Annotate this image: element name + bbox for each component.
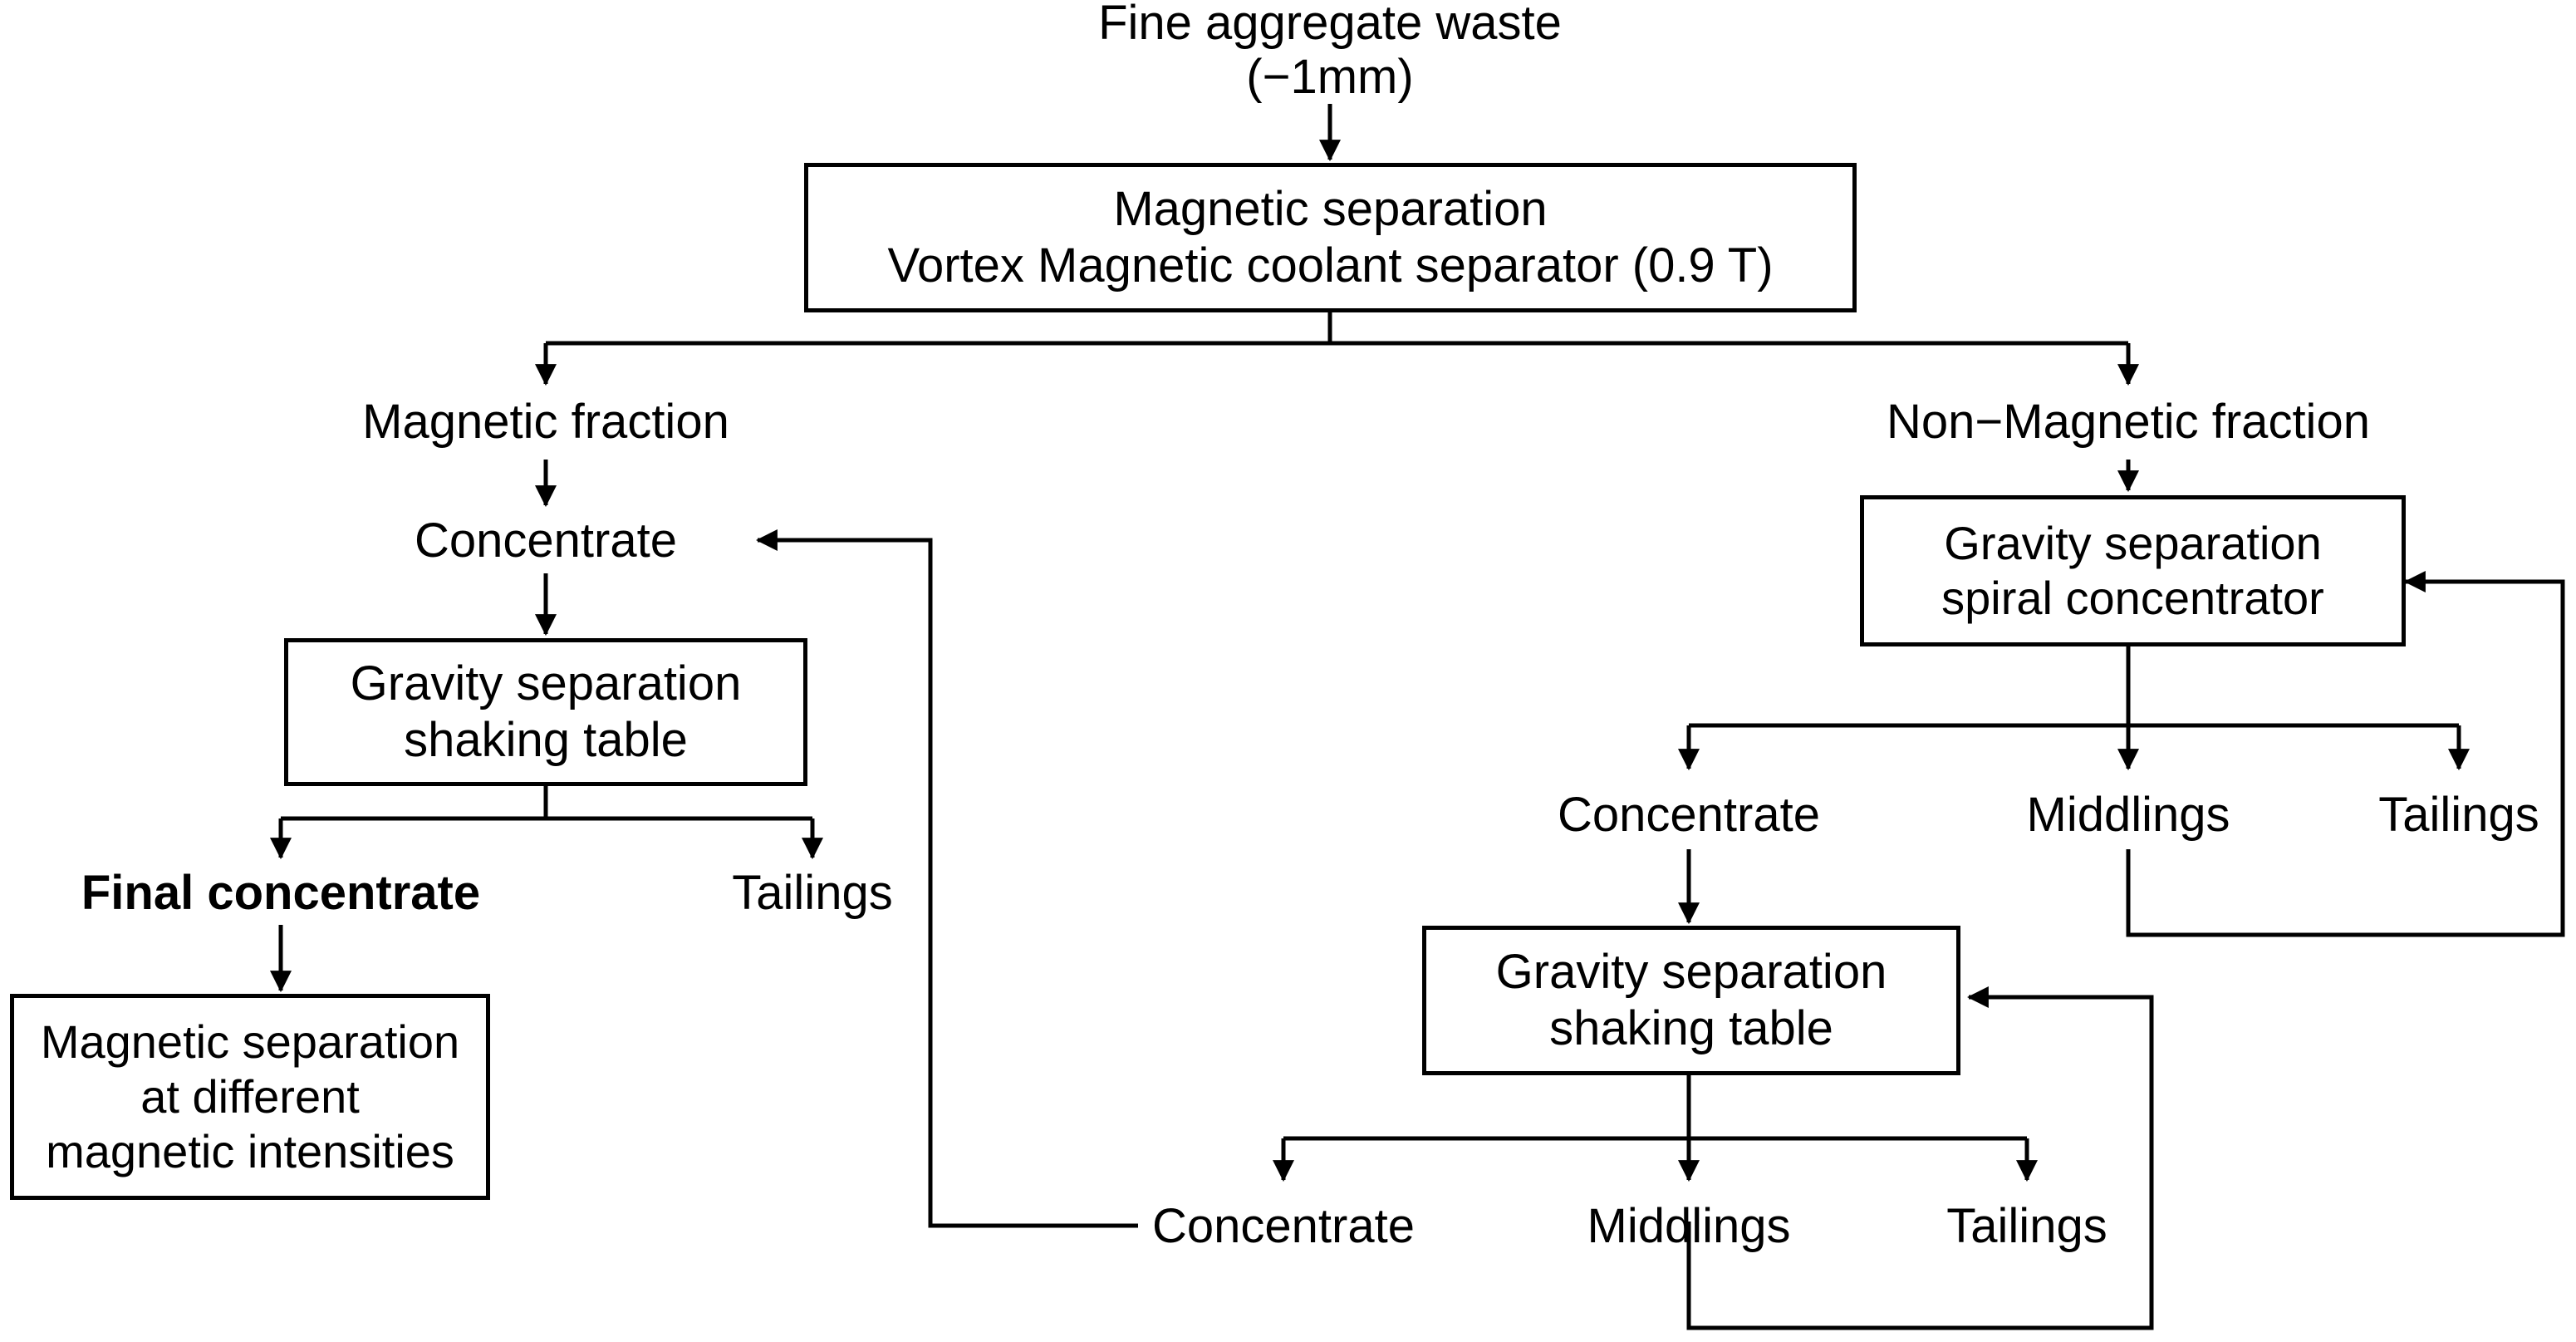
- magnetic-separation-box: Magnetic separation Vortex Magnetic cool…: [804, 163, 1857, 312]
- magnetic-fraction-text: Magnetic fraction: [362, 394, 729, 449]
- final-concentrate-label: Final concentrate: [32, 861, 530, 926]
- spiral-concentrator-box: Gravity separation spiral concentrator: [1860, 495, 2406, 646]
- right-shaking-table-line1: Gravity separation: [1495, 944, 1887, 999]
- feed-line1: Fine aggregate waste: [1098, 0, 1562, 51]
- magnetic-intensities-line1: Magnetic separation: [40, 1015, 460, 1068]
- feed-label: Fine aggregate waste (−1mm): [981, 0, 1679, 105]
- edge-right-middlings-recycle: [1686, 986, 2154, 1330]
- non-magnetic-fraction-label: Non−Magnetic fraction: [1821, 389, 2436, 455]
- spiral-concentrator-line2: spiral concentrator: [1941, 572, 2324, 624]
- spiral-tailings-label: Tailings: [2293, 783, 2576, 848]
- magnetic-separation-line2: Vortex Magnetic coolant separator (0.9 T…: [887, 238, 1774, 292]
- left-shaking-table-line2: shaking table: [404, 713, 688, 767]
- right-tailings-label: Tailings: [1861, 1194, 2193, 1259]
- spiral-concentrate-text: Concentrate: [1558, 787, 1820, 842]
- spiral-middlings-label: Middlings: [1921, 783, 2336, 848]
- magnetic-intensities-box: Magnetic separation at different magneti…: [10, 994, 490, 1200]
- feed-line2: (−1mm): [1246, 50, 1414, 104]
- edge-spiral-middlings-recycle: [2126, 571, 2565, 937]
- right-concentrate-label: Concentrate: [1034, 1194, 1533, 1259]
- left-tailings-text: Tailings: [732, 865, 893, 920]
- magnetic-intensities-line3: magnetic intensities: [46, 1125, 454, 1178]
- right-concentrate-text: Concentrate: [1152, 1198, 1415, 1253]
- right-middlings-label: Middlings: [1481, 1194, 1896, 1259]
- spiral-concentrate-label: Concentrate: [1440, 783, 1938, 848]
- right-shaking-table-box: Gravity separation shaking table: [1422, 926, 1960, 1075]
- non-magnetic-fraction-text: Non−Magnetic fraction: [1887, 394, 2370, 449]
- edge-right-concentrate-recycle: [755, 529, 1138, 1228]
- magnetic-fraction-label: Magnetic fraction: [255, 389, 837, 455]
- right-shaking-table-line2: shaking table: [1549, 1001, 1833, 1055]
- left-concentrate-label: Concentrate: [297, 509, 795, 573]
- final-concentrate-text: Final concentrate: [81, 865, 481, 920]
- right-middlings-text: Middlings: [1587, 1198, 1791, 1253]
- left-shaking-table-line1: Gravity separation: [350, 656, 742, 710]
- spiral-tailings-text: Tailings: [2378, 787, 2539, 842]
- left-shaking-table-box: Gravity separation shaking table: [284, 638, 807, 786]
- spiral-middlings-text: Middlings: [2026, 787, 2230, 842]
- right-tailings-text: Tailings: [1946, 1198, 2107, 1253]
- magnetic-intensities-line2: at different: [140, 1069, 360, 1123]
- left-tailings-label: Tailings: [646, 861, 979, 926]
- spiral-concentrator-line1: Gravity separation: [1944, 516, 2322, 569]
- left-concentrate-text: Concentrate: [415, 513, 677, 568]
- magnetic-separation-line1: Magnetic separation: [1113, 181, 1548, 236]
